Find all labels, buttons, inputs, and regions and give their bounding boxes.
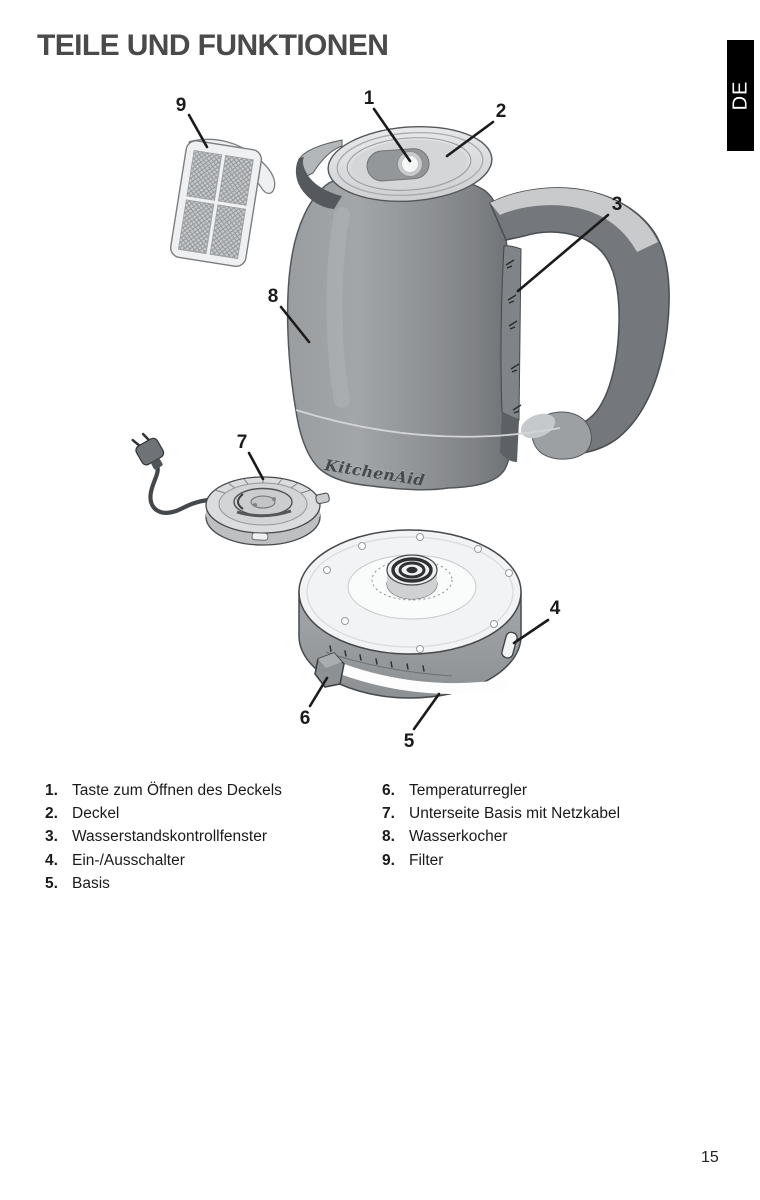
window-lower-column xyxy=(500,412,519,462)
handle-opening xyxy=(523,246,612,412)
legend-item: 8. Wasserkocher xyxy=(382,825,722,848)
legend-item-number: 7. xyxy=(382,805,395,823)
handle xyxy=(489,187,670,460)
callout-1: 1 xyxy=(364,88,412,163)
screw-icon xyxy=(253,503,257,507)
power-cord xyxy=(148,462,211,515)
screw-icon xyxy=(272,497,276,501)
power-connector xyxy=(386,554,438,600)
body-bottom-band xyxy=(295,409,561,438)
base-dotted-ring xyxy=(371,559,453,601)
legend-item-number: 8. xyxy=(382,828,395,846)
legend-item-label: Wasserkocher xyxy=(409,828,508,846)
filter-mesh-pane xyxy=(177,199,215,255)
legend-item: 5. Basis xyxy=(45,872,365,895)
legend-item-label: Deckel xyxy=(72,805,120,823)
kettle-body xyxy=(286,170,513,491)
svg-text:8: 8 xyxy=(268,286,279,307)
filter-illustration xyxy=(170,138,276,268)
legend-item: 6. Temperaturregler xyxy=(382,779,722,802)
callout-4: 4 xyxy=(512,598,561,645)
legend-item-number: 1. xyxy=(45,782,58,799)
temperature-scale xyxy=(325,645,453,683)
legend-column-left: 1. Taste zum Öffnen des Deckels 2. Decke… xyxy=(45,779,365,895)
temperature-slider-slot xyxy=(336,663,510,695)
callout-6: 6 xyxy=(300,676,329,729)
svg-text:3: 3 xyxy=(612,194,623,215)
handle-top-band xyxy=(490,187,658,252)
handle-grip xyxy=(489,187,670,456)
legend-item-label: Wasserstandskontrollfenster xyxy=(72,828,267,846)
svg-text:1: 1 xyxy=(364,88,375,109)
legend-item-label: Filter xyxy=(409,851,444,869)
temperature-lever xyxy=(314,652,345,688)
svg-text:7: 7 xyxy=(237,432,248,453)
water-level-window xyxy=(500,245,522,462)
legend-item-number: 2. xyxy=(45,805,58,823)
filter-mesh-pane xyxy=(209,204,246,260)
cord-hook xyxy=(237,493,244,510)
language-tab: DE xyxy=(727,40,754,151)
callout-9: 9 xyxy=(176,95,209,149)
callout-8: 8 xyxy=(268,286,311,344)
callout-2: 2 xyxy=(445,101,507,158)
callout-3: 3 xyxy=(516,194,623,293)
callout-7: 7 xyxy=(237,432,265,481)
cord-base-illustration xyxy=(131,432,330,546)
legend-item: 9. Filter xyxy=(382,849,722,872)
legend-column-right: 6. Temperaturregler 7. Unterseite Basis … xyxy=(382,779,722,872)
filter-mesh-pane xyxy=(218,155,254,206)
svg-text:5: 5 xyxy=(404,731,415,752)
legend-item-number: 5. xyxy=(45,874,58,892)
base-top-rim xyxy=(306,536,514,648)
lid-button-center xyxy=(401,155,419,173)
page-number: 15 xyxy=(701,1149,719,1166)
svg-text:9: 9 xyxy=(176,95,187,116)
spout-shadow xyxy=(295,157,342,209)
svg-text:4: 4 xyxy=(550,598,561,619)
svg-text:6: 6 xyxy=(300,708,311,729)
callout-5: 5 xyxy=(404,692,441,752)
legend-item-label: Taste zum Öffnen des Deckels xyxy=(72,782,282,799)
svg-text:2: 2 xyxy=(496,101,507,122)
legend-item-number: 4. xyxy=(45,851,58,869)
page-title: TEILE UND FUNKTIONEN xyxy=(37,29,389,62)
power-plug xyxy=(131,432,165,470)
lid xyxy=(327,125,493,203)
legend-item: 2. Deckel xyxy=(45,802,365,825)
legend-item-number: 6. xyxy=(382,782,395,799)
legend-item-number: 3. xyxy=(45,828,58,846)
legend-item: 4. Ein-/Ausschalter xyxy=(45,849,365,872)
legend-item-label: Temperaturregler xyxy=(409,782,528,799)
water-level-marks xyxy=(505,259,522,414)
legend-item: 3. Wasserstandskontrollfenster xyxy=(45,825,365,848)
legend-item: 1. Taste zum Öffnen des Deckels xyxy=(45,779,365,802)
legend-item-label: Unterseite Basis mit Netzkabel xyxy=(409,805,621,823)
filter-mesh-pane xyxy=(186,150,223,201)
legend-item-number: 9. xyxy=(382,851,395,869)
body-highlight xyxy=(326,207,350,408)
cord-base-notch xyxy=(251,532,269,541)
legend-item-label: Ein-/Ausschalter xyxy=(72,851,185,869)
legend-item: 7. Unterseite Basis mit Netzkabel xyxy=(382,802,722,825)
kettle-illustration: KitchenAid KitchenAid xyxy=(286,125,670,491)
legend-item-label: Basis xyxy=(72,874,110,892)
base-screws xyxy=(323,533,513,653)
wrapped-cord xyxy=(236,509,292,518)
power-switch xyxy=(501,631,518,659)
cord-exit-tab xyxy=(315,492,330,505)
power-base-illustration xyxy=(298,529,522,699)
